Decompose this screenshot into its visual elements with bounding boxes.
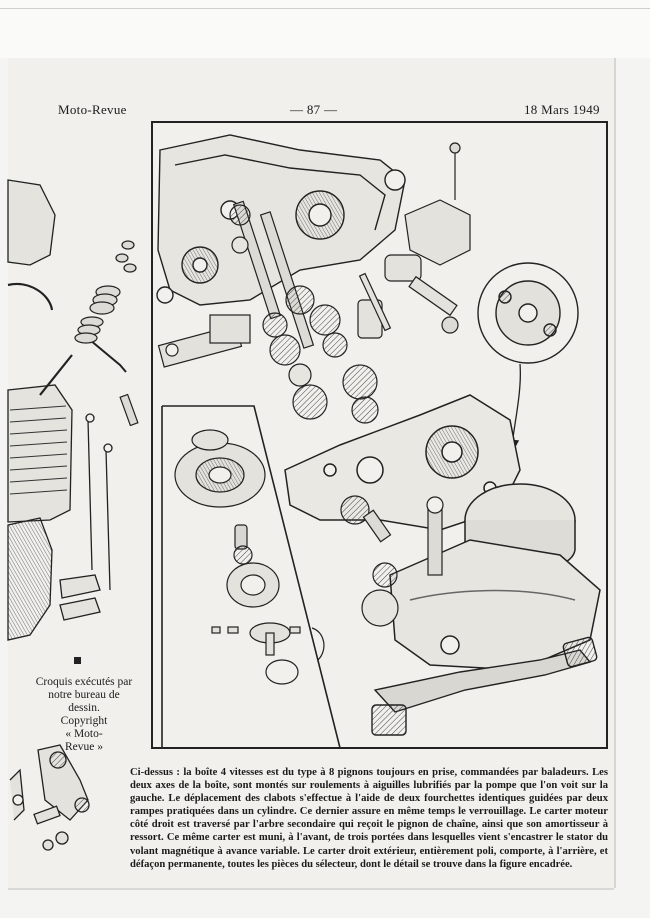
scan-margin (0, 0, 650, 58)
credit-line: Croquis exécutés par (35, 676, 133, 688)
credit-line: Revue » (64, 741, 103, 753)
credit-line: dessin. (68, 702, 100, 714)
scan-rule (0, 8, 650, 9)
selector-parts (357, 142, 471, 339)
issue-date: 18 Mars 1949 (524, 102, 600, 117)
credit-line: « Moto- (65, 728, 103, 740)
selector-inset-parts (174, 429, 325, 685)
inset-frame-border (162, 405, 341, 749)
gear-stack (229, 200, 379, 424)
valve-springs (74, 240, 139, 427)
publication-name: Moto-Revue (58, 102, 127, 117)
kickstart-lever (371, 636, 598, 736)
figure-caption: Ci-dessus : la boîte 4 vitesses est du t… (130, 767, 608, 870)
marker-square (74, 657, 81, 664)
oil-pump (157, 314, 251, 368)
drawing-credit: Croquis exécutés par notre bureau de des… (28, 676, 140, 754)
figure-frame (151, 121, 608, 749)
credit-line: notre bureau de (48, 689, 120, 701)
page-number: — 87 — (290, 102, 338, 117)
credit-line: Copyright (60, 715, 108, 727)
secondary-shaft (340, 495, 444, 627)
rocker-parts (9, 744, 90, 851)
cylinder-assembly (7, 179, 127, 641)
